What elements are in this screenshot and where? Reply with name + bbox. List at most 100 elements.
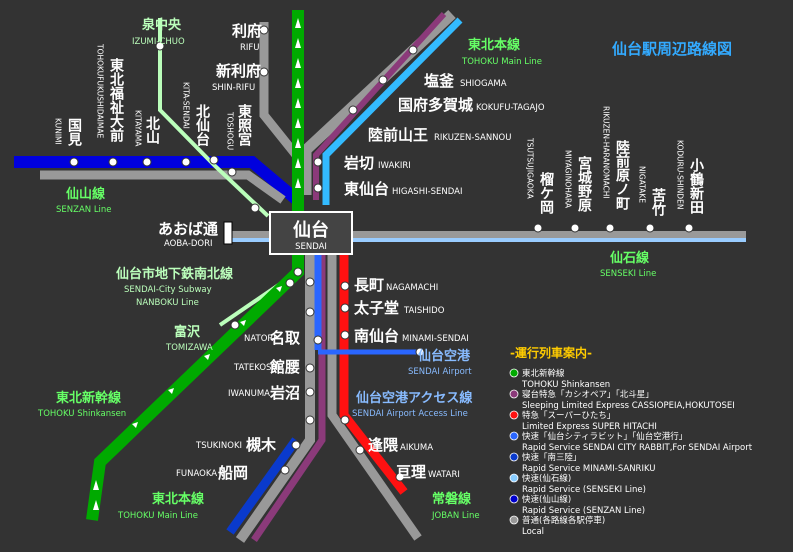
legend-label-en: Rapid Service (SENSEKI Line) — [522, 485, 646, 495]
station-shiogama[interactable]: 塩釜 SHIOGAMA — [424, 72, 507, 90]
station-minamisendai[interactable]: 南仙台 MINAMI-SENDAI — [354, 327, 469, 345]
svg-text:SENDAI Airport: SENDAI Airport — [408, 367, 472, 377]
svg-text:SENZAN Line: SENZAN Line — [56, 205, 112, 215]
station-taishido[interactable]: 太子堂 TAISHIDO — [354, 299, 445, 317]
svg-text:RIFU: RIFU — [240, 43, 260, 53]
legend-label-jp: 快速(仙山線) — [522, 494, 571, 505]
svg-text:仙台市地下鉄南北線: 仙台市地下鉄南北線 — [116, 266, 234, 282]
svg-text:東北本線: 東北本線 — [152, 491, 205, 507]
station-nagamachi[interactable]: 長町 NAGAMACHI — [354, 276, 438, 294]
line-label-senseki: 仙石線 SENSEKI Line — [600, 250, 656, 279]
line-label-joban: 常磐線 JOBAN Line — [431, 491, 480, 521]
legend-label-jp: 東北新幹線 — [522, 368, 565, 379]
svg-text:MIYAGINOHARA: MIYAGINOHARA — [564, 150, 573, 209]
station-funaoka[interactable]: FUNAOKA 船岡 — [176, 464, 248, 482]
station-tomizawa[interactable]: 富沢 TOMIZAWA — [165, 324, 213, 353]
station-iwakiri[interactable]: 岩切 IWAKIRI — [343, 154, 411, 172]
svg-text:TOHOKU Shinkansen: TOHOKU Shinkansen — [37, 409, 126, 419]
legend-item: 快速(仙石線)Rapid Service (SENSEKI Line) — [509, 473, 646, 495]
station-toshogu[interactable]: 東照宮 TOSHOGU — [226, 103, 253, 150]
svg-text:名取: 名取 — [270, 329, 301, 347]
svg-text:KUNIMI: KUNIMI — [54, 118, 63, 145]
station-tohokufukushi[interactable]: 東北福祉大前 TOHOKUFUKUSHIDAIMAE — [96, 43, 126, 143]
station-watari[interactable]: 亘理 WATARI — [396, 463, 460, 481]
senseki-rapid-north-track — [322, 17, 463, 205]
legend-label-jp: 快速(仙石線) — [522, 473, 571, 484]
svg-text:SHIOGAMA: SHIOGAMA — [460, 79, 507, 89]
svg-text:新利府: 新利府 — [216, 62, 261, 80]
svg-text:TOHOKUFUKUSHIDAIMAE: TOHOKUFUKUSHIDAIMAE — [96, 43, 105, 138]
station-natori[interactable]: NATORI 名取 — [244, 329, 301, 347]
station-kodurushinden[interactable]: 小鶴新田 KODURU-SHINDEN — [676, 140, 705, 215]
sleeping-express-south-track — [251, 250, 326, 542]
station-tsukinoki[interactable]: TSUKINOKI 槻木 — [195, 436, 277, 454]
station-dots — [69, 25, 694, 482]
legend-item: 快速「南三陸」Rapid Service MINAMI-SANRIKU — [509, 452, 656, 474]
line-label-shinkansen: 東北新幹線 TOHOKU Shinkansen — [37, 390, 126, 419]
svg-text:槻木: 槻木 — [246, 436, 277, 454]
svg-text:SHIN-RIFU: SHIN-RIFU — [212, 83, 255, 93]
svg-text:小鶴新田: 小鶴新田 — [688, 158, 704, 215]
svg-text:仙石線: 仙石線 — [610, 250, 650, 266]
svg-text:AIKUMA: AIKUMA — [400, 443, 433, 453]
svg-text:TAISHIDO: TAISHIDO — [403, 306, 445, 316]
station-kokufutagajo[interactable]: 国府多賀城 KOKUFU-TAGAJO — [398, 96, 545, 114]
station-izumichuo[interactable]: 泉中央 IZUMI-CHUO — [132, 17, 185, 47]
station-rifu[interactable]: 利府 RIFU — [232, 22, 262, 53]
station-okuma[interactable]: 逢隈 AIKUMA — [368, 436, 433, 454]
station-rikuzensannou[interactable]: 陸前山王 RIKUZEN-SANNOU — [368, 126, 511, 144]
station-higashisendai[interactable]: 東仙台 HIGASHI-SENDAI — [344, 180, 463, 198]
station-sendaiairport[interactable]: 仙台空港 SENDAI Airport — [408, 348, 472, 377]
sendai-hub[interactable]: 仙台 SENDAI — [269, 211, 353, 255]
svg-text:NAGAMACHI: NAGAMACHI — [386, 283, 438, 293]
station-tsutsujigaoka[interactable]: 榴ケ岡 TSUTSUJIGAOKA — [526, 137, 555, 215]
station-kitasendai[interactable]: 北仙台 KITA-SENDAI — [182, 82, 211, 147]
svg-text:NIGATAKE: NIGATAKE — [638, 166, 647, 203]
svg-text:RIKUZEN-HARANOMACHI: RIKUZEN-HARANOMACHI — [602, 106, 611, 199]
station-kunimi[interactable]: 国見 KUNIMI — [54, 118, 84, 147]
svg-text:KODURU-SHINDEN: KODURU-SHINDEN — [676, 140, 685, 209]
svg-text:泉中央: 泉中央 — [142, 17, 182, 33]
svg-text:苦竹: 苦竹 — [650, 187, 667, 217]
svg-text:塩釜: 塩釜 — [424, 72, 455, 90]
svg-text:南仙台: 南仙台 — [354, 327, 399, 345]
svg-text:常磐線: 常磐線 — [432, 491, 472, 507]
svg-text:WATARI: WATARI — [428, 470, 460, 480]
svg-text:陸前山王: 陸前山王 — [368, 126, 428, 144]
station-tatekoshi[interactable]: TATEKOSHI 館腰 — [233, 358, 300, 376]
svg-text:TATEKOSHI: TATEKOSHI — [233, 363, 280, 373]
svg-text:東仙台: 東仙台 — [344, 180, 389, 198]
svg-text:SENDAI-City Subway: SENDAI-City Subway — [124, 285, 212, 295]
legend-label-jp: 特急「スーパーひたち」 — [522, 410, 615, 421]
hub-name-en: SENDAI — [295, 242, 327, 252]
svg-text:仙山線: 仙山線 — [66, 186, 106, 202]
legend-label-en: Rapid Service MINAMI-SANRIKU — [522, 464, 656, 474]
svg-text:IWAKIRI: IWAKIRI — [378, 161, 411, 171]
station-miyaginohara[interactable]: 宮城野原 MIYAGINOHARA — [564, 150, 593, 213]
legend-label-en: Limited Express SUPER HITACHI — [522, 422, 657, 432]
svg-text:KOKUFU-TAGAJO: KOKUFU-TAGAJO — [476, 103, 545, 113]
svg-text:TSUKINOKI: TSUKINOKI — [195, 441, 242, 451]
station-kitayama[interactable]: 北山 KITAYAMA — [134, 110, 161, 147]
svg-text:TOMIZAWA: TOMIZAWA — [165, 343, 213, 353]
aobadori-marker — [223, 221, 233, 245]
legend-swatch — [509, 389, 519, 399]
svg-text:TOSHOGU: TOSHOGU — [226, 111, 235, 150]
svg-text:あおば通: あおば通 — [158, 220, 218, 238]
hub-name-jp: 仙台 — [293, 219, 329, 241]
joban-local-track — [327, 250, 422, 541]
legend-swatch — [509, 368, 519, 378]
station-iwanuma[interactable]: IWANUMA 岩沼 — [228, 384, 300, 402]
svg-text:東北本線: 東北本線 — [468, 37, 521, 53]
legend-label-en: Rapid Service (SENZAN Line) — [522, 506, 645, 516]
svg-text:RIKUZEN-SANNOU: RIKUZEN-SANNOU — [434, 133, 511, 143]
station-rikuzenharanomachi[interactable]: 陸前原ノ町 RIKUZEN-HARANOMACHI — [602, 106, 631, 211]
senzan-track — [14, 156, 301, 205]
station-nigatake[interactable]: 苦竹 NIGATAKE — [638, 166, 668, 217]
svg-text:利府: 利府 — [232, 22, 262, 40]
station-shinrifu[interactable]: 新利府 SHIN-RIFU — [212, 62, 261, 93]
svg-text:岩沼: 岩沼 — [269, 384, 300, 402]
station-aobadori[interactable]: あおば通 AOBA-DORI — [158, 220, 218, 249]
svg-text:TOHOKU Main Line: TOHOKU Main Line — [117, 511, 198, 521]
